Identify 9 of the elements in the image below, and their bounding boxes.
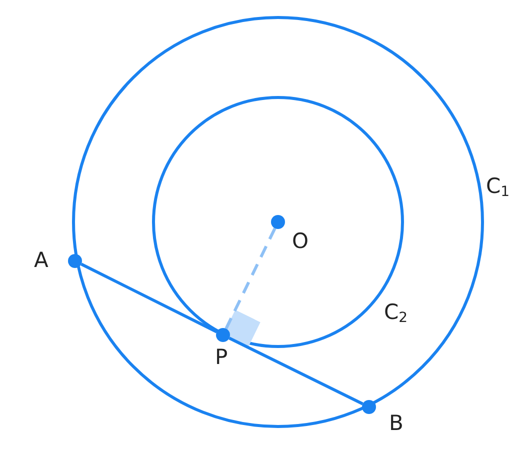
point-label: P <box>215 347 228 368</box>
line-segment <box>80 262 218 334</box>
line-segment <box>228 336 364 406</box>
point-label: A <box>34 250 48 271</box>
circle-label: C$_{2}$ <box>384 302 408 325</box>
point-label: B <box>389 413 404 434</box>
dashed-line <box>224 228 276 330</box>
circle-label: C$_{1}$ <box>486 176 510 199</box>
point-label: O <box>292 231 309 252</box>
